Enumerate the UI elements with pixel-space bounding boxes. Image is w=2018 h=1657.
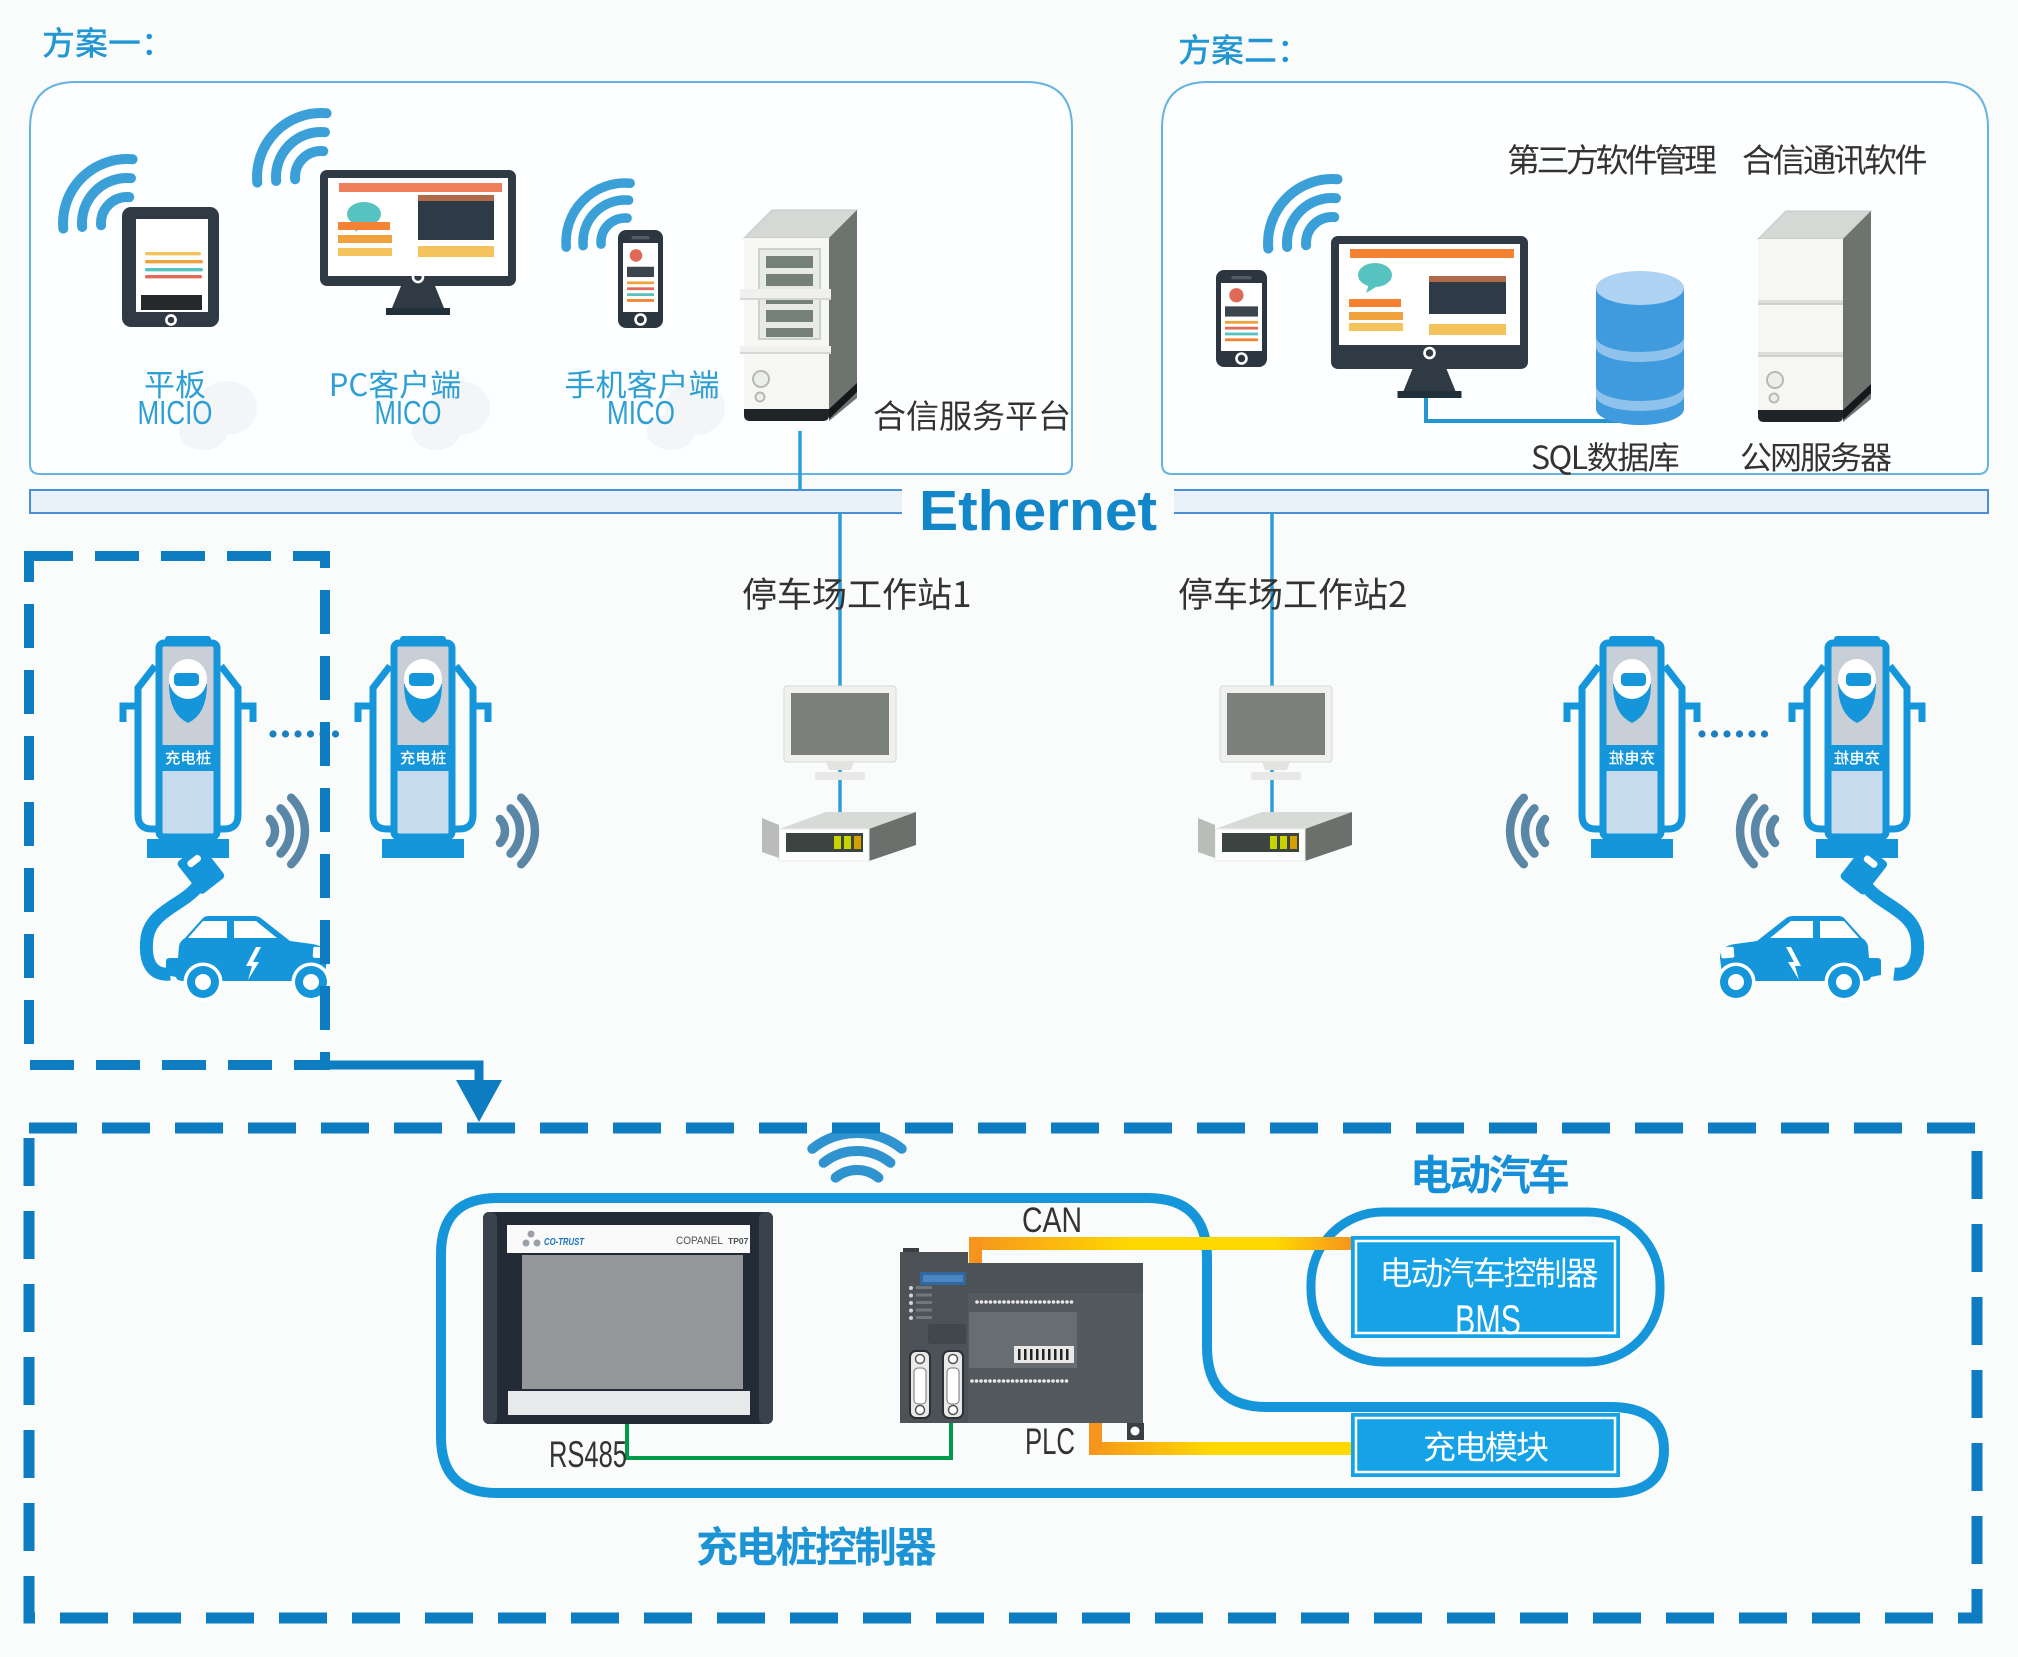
svg-text:MICO: MICO: [375, 394, 442, 431]
svg-text:PLC: PLC: [1025, 1421, 1075, 1462]
svg-text:Ethernet: Ethernet: [919, 479, 1157, 543]
svg-text:CO-TRUST: CO-TRUST: [544, 1236, 585, 1248]
svg-text:RS485: RS485: [549, 1434, 627, 1475]
svg-text:BMS: BMS: [1455, 1296, 1521, 1343]
svg-text:CAN: CAN: [1022, 1201, 1082, 1240]
svg-text:COPANEL: COPANEL: [676, 1235, 723, 1247]
svg-text:MICIO: MICIO: [138, 394, 213, 431]
svg-text:TP07: TP07: [728, 1236, 749, 1246]
svg-text:MICO: MICO: [607, 394, 675, 431]
